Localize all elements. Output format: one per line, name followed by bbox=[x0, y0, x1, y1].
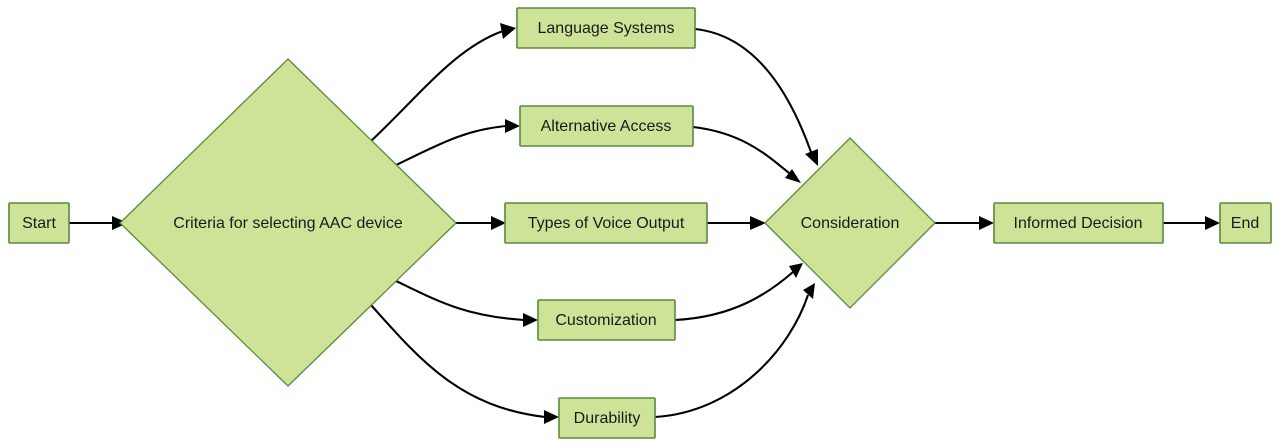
arrowhead-icon bbox=[979, 216, 994, 230]
edge-alternative-access-to-consideration bbox=[692, 125, 801, 183]
node-shape[interactable] bbox=[764, 137, 936, 309]
node-shape[interactable] bbox=[504, 202, 708, 244]
edge-criteria-to-language-systems bbox=[370, 23, 516, 142]
edge-line bbox=[393, 279, 525, 322]
node-label: Customization bbox=[555, 312, 656, 329]
node-label: Criteria for selecting AAC device bbox=[173, 215, 403, 232]
arrowhead-icon bbox=[500, 23, 516, 39]
node-label: Informed Decision bbox=[1014, 215, 1143, 232]
node-informed-decision[interactable]: Informed Decision bbox=[993, 202, 1164, 244]
arrowhead-icon bbox=[491, 216, 506, 230]
node-shape[interactable] bbox=[119, 58, 457, 387]
arrowhead-icon bbox=[505, 119, 520, 133]
node-types-of-voice-output[interactable]: Types of Voice Output bbox=[504, 202, 708, 244]
node-shape[interactable] bbox=[558, 397, 656, 439]
edge-language-systems-to-consideration bbox=[694, 27, 818, 166]
edge-durability-to-consideration bbox=[654, 283, 815, 419]
node-shape[interactable] bbox=[537, 299, 676, 341]
node-customization[interactable]: Customization bbox=[537, 299, 676, 341]
edge-types-of-voice-output-to-consideration bbox=[707, 216, 766, 230]
node-shape[interactable] bbox=[516, 7, 696, 49]
arrowhead-icon bbox=[805, 149, 818, 166]
edge-line bbox=[370, 304, 546, 419]
edge-line bbox=[654, 294, 809, 419]
arrowhead-icon bbox=[750, 216, 766, 230]
node-criteria[interactable]: Criteria for selecting AAC device bbox=[119, 58, 457, 387]
edge-informed-decision-to-end bbox=[1163, 216, 1220, 230]
arrowhead-icon bbox=[523, 313, 538, 327]
node-label: Start bbox=[22, 215, 56, 232]
node-shape[interactable] bbox=[8, 202, 70, 244]
node-language-systems[interactable]: Language Systems bbox=[516, 7, 696, 49]
node-shape[interactable] bbox=[519, 105, 694, 147]
edge-line bbox=[370, 30, 504, 142]
node-shape[interactable] bbox=[1219, 202, 1272, 244]
node-alternative-access[interactable]: Alternative Access bbox=[519, 105, 694, 147]
node-consideration[interactable]: Consideration bbox=[764, 137, 936, 309]
edge-criteria-to-durability bbox=[370, 304, 559, 424]
edge-line bbox=[674, 271, 794, 322]
node-label: Language Systems bbox=[538, 20, 675, 37]
node-label: Types of Voice Output bbox=[528, 215, 685, 232]
node-label: Alternative Access bbox=[541, 118, 672, 135]
arrowhead-icon bbox=[789, 263, 803, 278]
node-end[interactable]: End bbox=[1219, 202, 1272, 244]
arrowhead-icon bbox=[544, 410, 559, 424]
edge-criteria-to-alternative-access bbox=[393, 119, 520, 167]
arrowhead-icon bbox=[803, 283, 815, 299]
edge-criteria-to-types-of-voice-output bbox=[456, 216, 506, 230]
edge-criteria-to-customization bbox=[393, 279, 538, 327]
node-label: End bbox=[1231, 215, 1259, 232]
edge-customization-to-consideration bbox=[674, 263, 803, 322]
node-durability[interactable]: Durability bbox=[558, 397, 656, 439]
arrowhead-icon bbox=[785, 169, 801, 183]
edge-line bbox=[393, 124, 507, 167]
arrowhead-icon bbox=[1205, 216, 1220, 230]
edge-line bbox=[694, 27, 812, 153]
edge-consideration-to-informed-decision bbox=[935, 216, 994, 230]
node-shape[interactable] bbox=[993, 202, 1164, 244]
node-label: Durability bbox=[574, 410, 641, 427]
edge-line bbox=[692, 125, 790, 174]
node-label: Consideration bbox=[801, 215, 900, 232]
node-start[interactable]: Start bbox=[8, 202, 70, 244]
